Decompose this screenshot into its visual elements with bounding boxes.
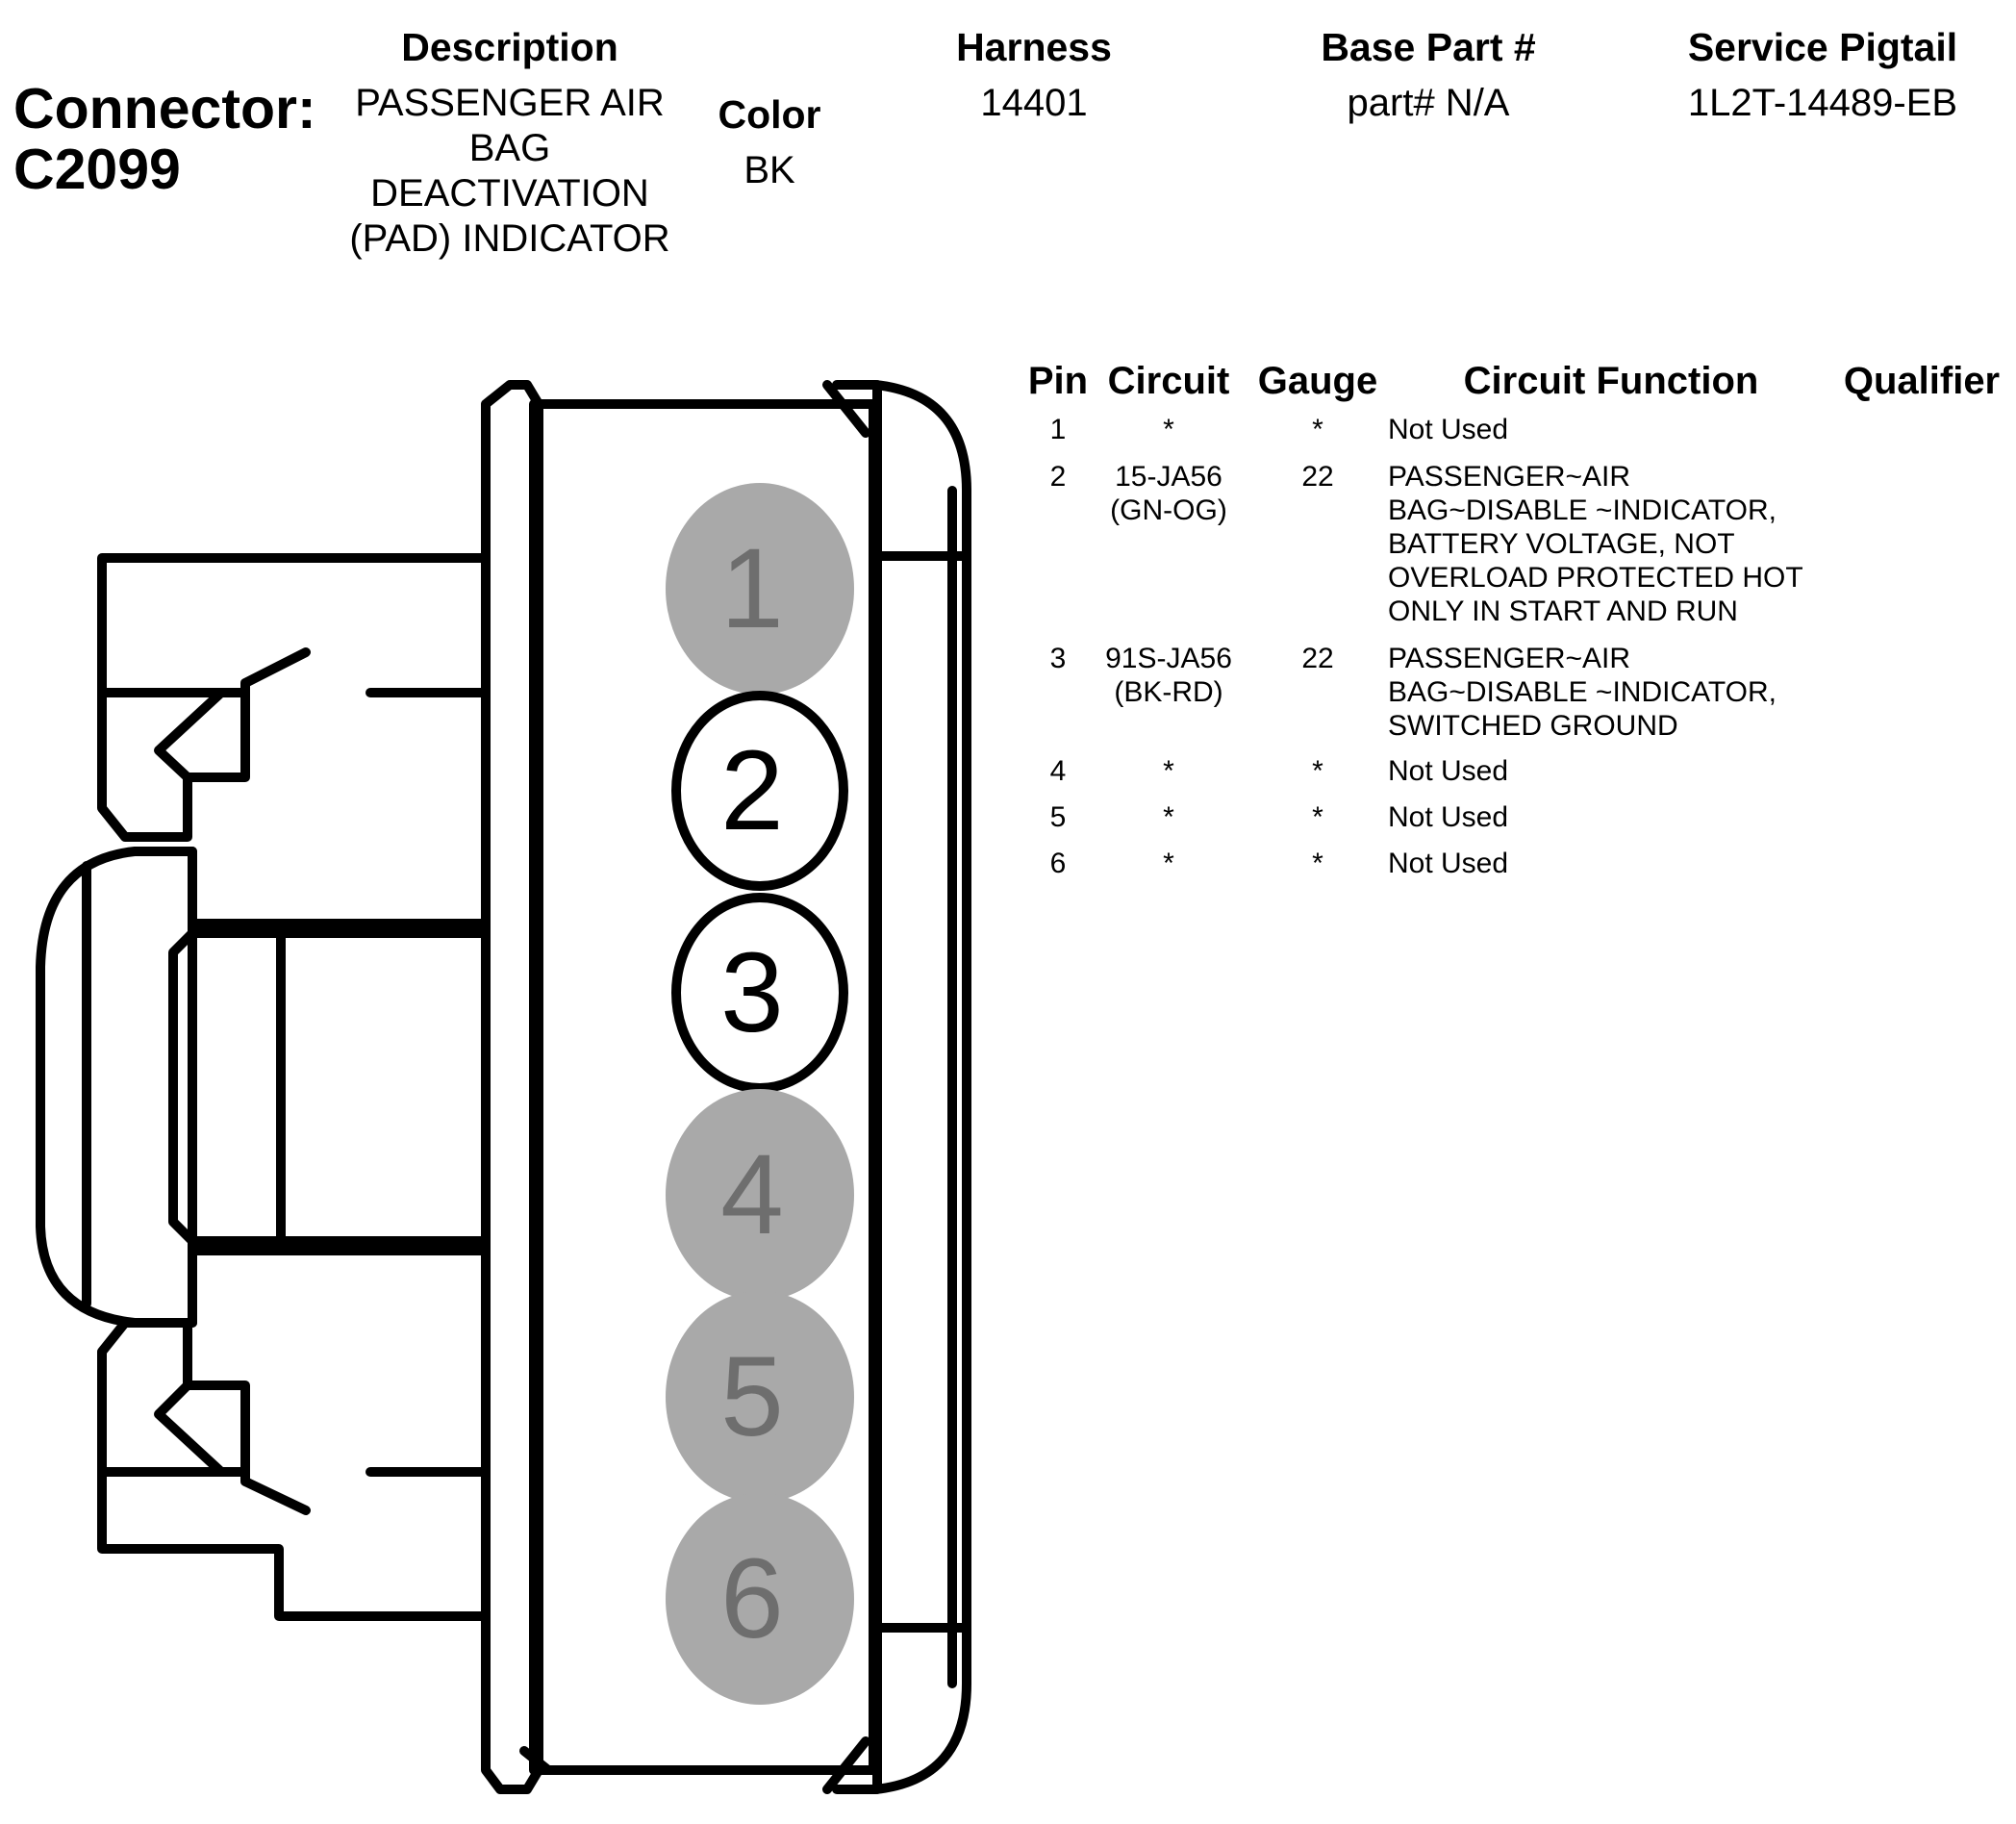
circuit-line: 91S-JA56	[1105, 643, 1232, 674]
table-row-6-function: Not Used	[1388, 847, 1850, 880]
connector-label-line1: Connector:	[13, 77, 316, 140]
function-line: Not Used	[1388, 801, 1509, 833]
table-header-qualifier: Qualifier	[1843, 360, 2001, 402]
connector-flange	[481, 380, 543, 1794]
table-row-5-gauge: *	[1312, 801, 1323, 833]
connector-label: Connector: C2099	[13, 79, 316, 200]
service-pigtail-value: 1L2T-14489-EB	[1687, 82, 1958, 124]
circuit-line: 15-JA56	[1115, 461, 1222, 493]
connector-outline	[36, 380, 971, 1794]
function-line: Not Used	[1388, 848, 1509, 879]
latch-window	[188, 919, 491, 1255]
circuit-line: *	[1163, 848, 1174, 879]
pin-number-4: 4	[720, 1131, 784, 1258]
function-line: Not Used	[1388, 755, 1509, 787]
function-line: BAG~DISABLE ~INDICATOR,	[1388, 494, 1777, 526]
function-line: BATTERY VOLTAGE, NOT	[1388, 528, 1735, 560]
pin-number-5: 5	[720, 1333, 784, 1460]
table-row-2-function: PASSENGER~AIR BAG~DISABLE ~INDICATOR, BA…	[1388, 460, 1850, 628]
circuit-line: (GN-OG)	[1110, 494, 1227, 526]
table-row-6-gauge: *	[1312, 848, 1323, 879]
pin-cavity-1	[666, 483, 854, 695]
description-line: DEACTIVATION	[370, 172, 649, 215]
table-header-gauge: Gauge	[1257, 360, 1378, 402]
pin-cavity-5	[666, 1291, 854, 1503]
circuit-line: *	[1163, 414, 1174, 445]
table-header-pin: Pin	[1027, 360, 1089, 402]
description-line: PASSENGER AIR	[355, 82, 665, 124]
connector-face-diagram: 1 2 3 4 5 6	[36, 380, 971, 1794]
table-row-3-circuit: 91S-JA56 (BK-RD)	[1087, 642, 1250, 709]
table-row-5-function: Not Used	[1388, 800, 1850, 834]
table-row-1-gauge: *	[1312, 414, 1323, 445]
circuit-line: *	[1163, 755, 1174, 787]
table-row-4-function: Not Used	[1388, 754, 1850, 788]
harness-heading: Harness	[956, 25, 1112, 69]
circuit-line: *	[1163, 801, 1174, 833]
description-line: BAG	[468, 127, 551, 169]
connector-latch-top	[97, 553, 491, 842]
color-value: BK	[743, 149, 795, 191]
function-line: SWITCHED GROUND	[1388, 710, 1678, 742]
table-row-2-gauge: 22	[1301, 461, 1334, 493]
function-line: PASSENGER~AIR	[1388, 643, 1631, 674]
lock-tab	[36, 847, 197, 1328]
table-row-2-circuit: 15-JA56 (GN-OG)	[1087, 460, 1250, 527]
pin-number-1: 1	[720, 525, 784, 652]
function-line: PASSENGER~AIR	[1388, 461, 1631, 493]
table-row-1-circuit: *	[1087, 413, 1250, 446]
pin-cavities: 1 2 3 4 5 6	[666, 483, 854, 1705]
table-row-4-gauge: *	[1312, 755, 1323, 787]
table-row-5-circuit: *	[1087, 800, 1250, 834]
table-header-circuit: Circuit	[1107, 360, 1230, 402]
table-row-2-pin: 2	[1049, 461, 1067, 493]
pin-cavity-6	[666, 1493, 854, 1705]
table-row-1-pin: 1	[1049, 414, 1067, 445]
color-heading: Color	[718, 92, 821, 137]
circuit-line: (BK-RD)	[1114, 676, 1223, 708]
table-row-6-circuit: *	[1087, 847, 1250, 880]
connector-id: C2099	[13, 138, 181, 201]
base-part-heading: Base Part #	[1321, 25, 1536, 69]
pin-cavity-2	[671, 691, 848, 891]
pin-number-2: 2	[720, 727, 784, 854]
function-line: OVERLOAD PROTECTED HOT	[1388, 562, 1803, 594]
description-line: (PAD) INDICATOR	[349, 217, 670, 260]
function-line: BAG~DISABLE ~INDICATOR,	[1388, 676, 1777, 708]
table-row-3-gauge: 22	[1301, 643, 1334, 674]
base-part-value: part# N/A	[1347, 82, 1510, 124]
table-row-5-pin: 5	[1049, 801, 1067, 833]
service-pigtail-heading: Service Pigtail	[1687, 25, 1958, 69]
pin-cavity-4	[666, 1089, 854, 1301]
table-row-4-pin: 4	[1049, 755, 1067, 787]
harness-value: 14401	[980, 82, 1088, 124]
description-value: PASSENGER AIR BAG DEACTIVATION (PAD) IND…	[317, 81, 702, 262]
description-heading: Description	[401, 25, 618, 69]
table-row-3-pin: 3	[1049, 643, 1067, 674]
connector-cap	[832, 380, 971, 1794]
function-line: Not Used	[1388, 414, 1509, 445]
table-row-3-function: PASSENGER~AIR BAG~DISABLE ~INDICATOR, SW…	[1388, 642, 1850, 743]
table-header-function: Circuit Function	[1463, 360, 1759, 402]
function-line: ONLY IN START AND RUN	[1388, 595, 1738, 627]
table-row-1-function: Not Used	[1388, 413, 1850, 446]
table-row-4-circuit: *	[1087, 754, 1250, 788]
pin-number-3: 3	[720, 929, 784, 1056]
pin-cavity-3	[671, 893, 848, 1093]
pin-number-6: 6	[720, 1535, 784, 1662]
table-row-6-pin: 6	[1049, 848, 1067, 879]
